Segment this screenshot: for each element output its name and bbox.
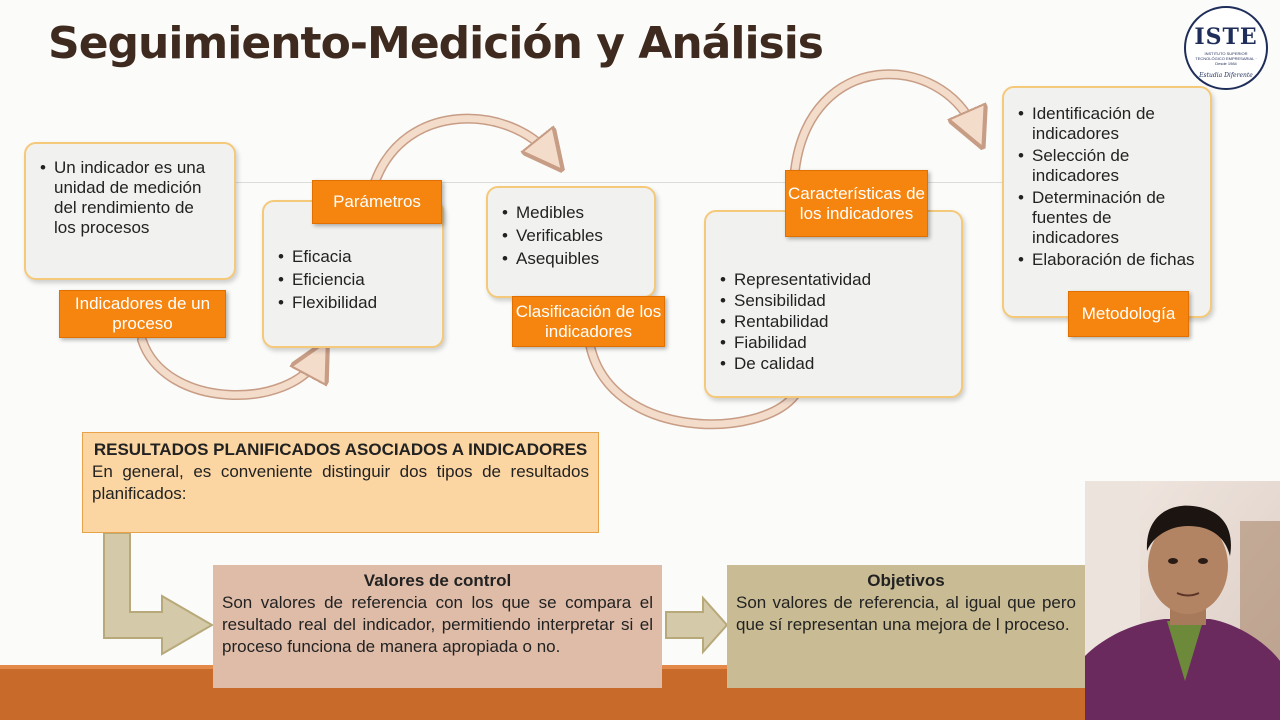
parametros-box: Eficacia Eficiencia Flexibilidad	[262, 200, 444, 348]
clasificacion-box: Medibles Verificables Asequibles	[486, 186, 656, 298]
parametros-item: Eficacia	[278, 247, 428, 267]
parametros-item: Flexibilidad	[278, 293, 428, 313]
clasificacion-item: Verificables	[502, 226, 640, 246]
valores-control-text: Son valores de referencia con los que se…	[222, 593, 653, 656]
iste-logo: ISTE INSTITUTO SUPERIOR TECNOLÓGICO EMPR…	[1184, 6, 1268, 90]
metodologia-box: Identificación de indicadores Selección …	[1002, 86, 1212, 318]
arrow-caracteristicas-metodologia	[790, 69, 980, 175]
metodologia-item: Determinación de fuentes de indicadores	[1018, 188, 1196, 248]
parametros-item: Eficiencia	[278, 270, 428, 290]
arrow-resultados-valores	[103, 532, 214, 656]
slide-title: Seguimiento-Medición y Análisis	[48, 18, 824, 69]
clasificacion-label: Clasificación de los indicadores	[512, 296, 665, 347]
caracteristicas-label: Características de los indicadores	[785, 170, 928, 237]
logo-signature: Estudia Diferente	[1199, 72, 1253, 79]
objetivos-box: Objetivos Son valores de referencia, al …	[727, 565, 1085, 688]
metodologia-label: Metodología	[1068, 291, 1189, 337]
indicadores-text: Un indicador es una unidad de medición d…	[40, 158, 220, 238]
logo-subtitle: INSTITUTO SUPERIOR TECNOLÓGICO EMPRESARI…	[1195, 51, 1257, 66]
parametros-label: Parámetros	[312, 180, 442, 224]
resultados-box: RESULTADOS PLANIFICADOS ASOCIADOS A INDI…	[82, 432, 599, 533]
arrow-valores-objetivos	[665, 595, 729, 655]
objetivos-heading: Objetivos	[867, 571, 945, 590]
clasificacion-item: Medibles	[502, 203, 640, 223]
divider-line	[232, 182, 1006, 183]
valores-control-heading: Valores de control	[363, 571, 512, 590]
caracteristicas-box: Representatividad Sensibilidad Rentabili…	[704, 210, 963, 398]
clasificacion-item: Asequibles	[502, 249, 640, 269]
arrow-parametros-clasificacion	[370, 113, 555, 187]
arrow-indicadores-parametros	[137, 335, 323, 400]
caracteristicas-item: Sensibilidad	[720, 291, 947, 311]
resultados-heading: RESULTADOS PLANIFICADOS ASOCIADOS A INDI…	[93, 440, 588, 459]
presenter-video	[1085, 481, 1280, 720]
presenter-image	[1085, 481, 1280, 720]
logo-text: ISTE	[1194, 24, 1258, 50]
caracteristicas-item: Representatividad	[720, 270, 947, 290]
indicadores-box: Un indicador es una unidad de medición d…	[24, 142, 236, 280]
caracteristicas-item: De calidad	[720, 354, 947, 374]
caracteristicas-item: Rentabilidad	[720, 312, 947, 332]
metodologia-item: Selección de indicadores	[1018, 146, 1196, 186]
caracteristicas-item: Fiabilidad	[720, 333, 947, 353]
resultados-text: En general, es conveniente distinguir do…	[92, 462, 589, 503]
valores-control-box: Valores de control Son valores de refere…	[213, 565, 662, 688]
metodologia-item: Identificación de indicadores	[1018, 104, 1196, 144]
indicadores-label: Indicadores de un proceso	[59, 290, 226, 338]
objetivos-text: Son valores de referencia, al igual que …	[736, 593, 1076, 634]
metodologia-item: Elaboración de fichas	[1018, 250, 1196, 270]
